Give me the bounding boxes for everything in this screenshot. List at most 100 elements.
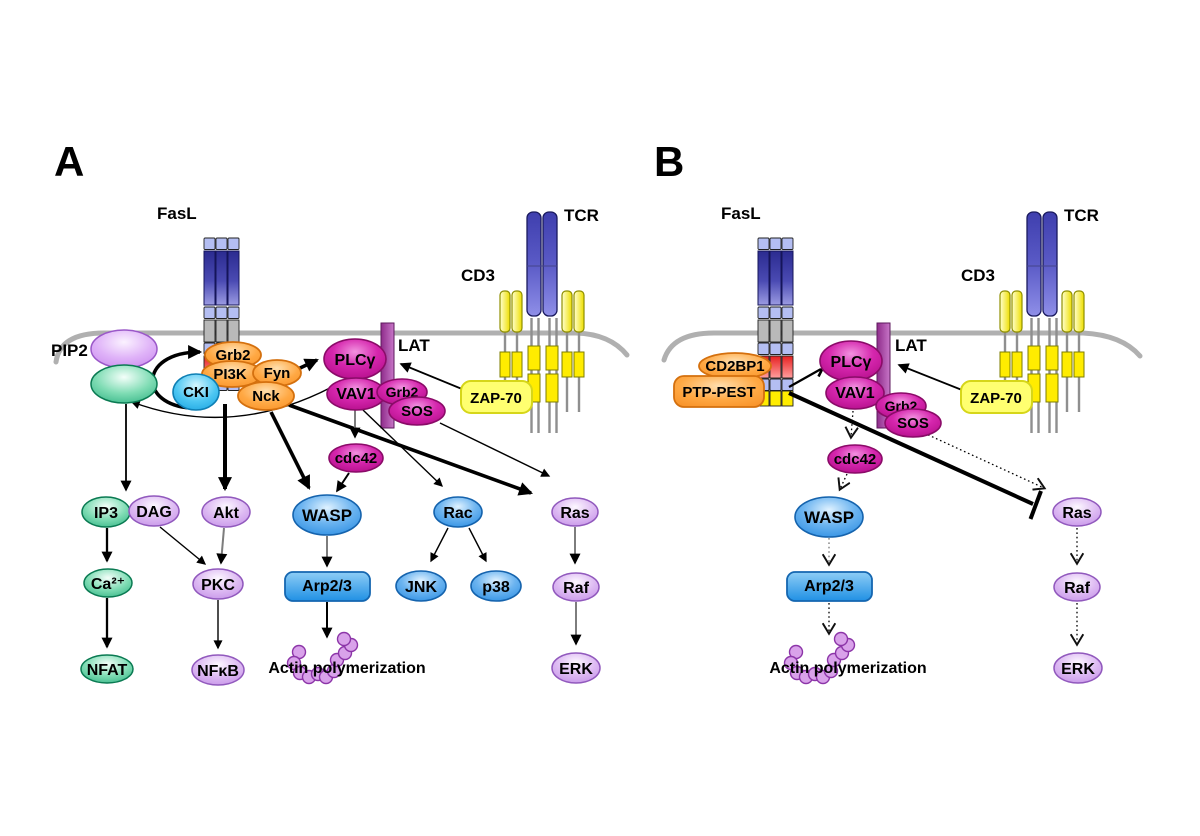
arrow-akt-to-pkc bbox=[216, 527, 228, 565]
svg-text:SOS: SOS bbox=[897, 415, 929, 432]
svg-text:PLCγ: PLCγ bbox=[335, 352, 376, 369]
node-ras-a: Ras bbox=[551, 497, 599, 527]
actin-beads-b bbox=[783, 631, 856, 685]
arrow-nck-to-ras bbox=[288, 403, 533, 496]
panel-a-letter: A bbox=[54, 138, 84, 185]
arrow-vav1-to-rac bbox=[362, 409, 443, 487]
actin-label-b: Actin polymerization bbox=[769, 660, 926, 677]
node-pi3k: PI3K bbox=[201, 360, 263, 388]
svg-text:Grb2: Grb2 bbox=[386, 384, 419, 400]
svg-text:Ras: Ras bbox=[1062, 505, 1091, 522]
panel-b-letter: B bbox=[654, 138, 684, 185]
node-plcg-b: PLCγ bbox=[819, 340, 883, 382]
svg-text:DAG: DAG bbox=[136, 504, 172, 521]
fasl-label: FasL bbox=[157, 204, 197, 223]
arrow-cdc42-to-wasp bbox=[336, 472, 350, 493]
pip2-label: PIP2 bbox=[51, 341, 88, 360]
node-cdc42-a: cdc42 bbox=[328, 443, 384, 473]
cell-membrane bbox=[53, 330, 630, 365]
node-cki: CKI bbox=[172, 373, 220, 411]
node-pkc: PKC bbox=[192, 568, 244, 600]
node-p38: p38 bbox=[470, 570, 522, 602]
tcr-label: TCR bbox=[564, 206, 599, 225]
fasl-label: FasL bbox=[721, 204, 761, 223]
node-erk-b: ERK bbox=[1053, 652, 1103, 684]
svg-text:JNK: JNK bbox=[405, 579, 437, 596]
cd3-label: CD3 bbox=[961, 266, 995, 285]
node-ip3: IP3 bbox=[81, 496, 131, 528]
actin-label-a: Actin polymerization bbox=[268, 660, 425, 677]
panel-a: A FasL TCR CD3 LAT bbox=[51, 138, 630, 686]
node-akt: Akt bbox=[201, 496, 251, 528]
node-arp23-b: Arp2/3 bbox=[786, 571, 873, 602]
node-nfat: NFAT bbox=[80, 654, 134, 684]
tbar-ras bbox=[1028, 490, 1043, 520]
svg-text:Raf: Raf bbox=[563, 580, 589, 597]
svg-text:VAV1: VAV1 bbox=[835, 385, 875, 402]
svg-text:Arp2/3: Arp2/3 bbox=[804, 578, 854, 595]
arrow-zap70-to-lat bbox=[897, 363, 963, 391]
node-zap70-b: ZAP-70 bbox=[960, 380, 1033, 414]
tcr-cd3-complex bbox=[999, 211, 1085, 433]
arrow-rac-to-p38 bbox=[468, 527, 487, 563]
svg-text:ERK: ERK bbox=[559, 661, 593, 678]
arrow-nck-to-wasp bbox=[269, 411, 311, 490]
cell-membrane bbox=[661, 330, 1143, 363]
node-nfkb: NFκB bbox=[191, 654, 245, 686]
svg-text:ZAP-70: ZAP-70 bbox=[970, 390, 1022, 407]
svg-text:cdc42: cdc42 bbox=[335, 450, 378, 467]
svg-text:IP3: IP3 bbox=[94, 505, 118, 522]
node-raf-a: Raf bbox=[552, 572, 600, 602]
svg-text:PTP-PEST: PTP-PEST bbox=[682, 384, 755, 401]
node-raf-b: Raf bbox=[1053, 572, 1101, 602]
svg-text:VAV1: VAV1 bbox=[336, 386, 376, 403]
svg-text:PKC: PKC bbox=[201, 577, 235, 594]
node-rac: Rac bbox=[433, 496, 483, 528]
tcr-cd3-complex bbox=[499, 211, 585, 433]
arrow-fyn-to-plcg bbox=[297, 358, 319, 372]
node-vav1-b: VAV1 bbox=[825, 376, 885, 410]
node-ras-b: Ras bbox=[1052, 497, 1102, 527]
arrow-rac-to-jnk bbox=[430, 527, 449, 563]
node-zap70-a: ZAP-70 bbox=[460, 380, 533, 414]
node-ptp-pest: PTP-PEST bbox=[673, 375, 765, 408]
node-cd2bp1: CD2BP1 bbox=[698, 352, 772, 380]
node-cdc42-b: cdc42 bbox=[827, 444, 883, 474]
svg-text:Akt: Akt bbox=[213, 505, 239, 522]
node-jnk: JNK bbox=[395, 570, 447, 602]
svg-text:Ca²⁺: Ca²⁺ bbox=[91, 576, 125, 593]
svg-text:Raf: Raf bbox=[1064, 580, 1090, 597]
node-wasp-b: WASP bbox=[794, 496, 864, 538]
node-sos-b: SOS bbox=[884, 408, 942, 438]
cd3-label: CD3 bbox=[461, 266, 495, 285]
node-arp23-a: Arp2/3 bbox=[284, 571, 371, 602]
node-pip2 bbox=[90, 329, 158, 404]
svg-text:PI3K: PI3K bbox=[213, 366, 247, 383]
inhibit-receptor-to-ras bbox=[788, 391, 1034, 506]
svg-text:Rac: Rac bbox=[443, 505, 472, 522]
svg-text:Fyn: Fyn bbox=[264, 365, 291, 382]
node-erk-a: ERK bbox=[551, 652, 601, 684]
node-vav1-a: VAV1 bbox=[326, 377, 386, 411]
svg-text:ERK: ERK bbox=[1061, 661, 1095, 678]
svg-text:NFκB: NFκB bbox=[197, 663, 239, 680]
svg-text:CKI: CKI bbox=[183, 384, 209, 401]
svg-text:Arp2/3: Arp2/3 bbox=[302, 578, 352, 595]
node-dag: DAG bbox=[128, 495, 180, 527]
inhibit-receptor-to-plcg bbox=[788, 367, 822, 389]
panel-b-arrows bbox=[788, 358, 1077, 645]
svg-text:WASP: WASP bbox=[804, 508, 854, 527]
svg-text:ZAP-70: ZAP-70 bbox=[470, 390, 522, 407]
arrow-plcg-to-pip2 bbox=[130, 377, 349, 419]
svg-text:p38: p38 bbox=[482, 579, 510, 596]
lat-label: LAT bbox=[398, 336, 430, 355]
svg-text:cdc42: cdc42 bbox=[834, 451, 877, 468]
dotted-sos-to-ras bbox=[923, 432, 1044, 488]
svg-text:SOS: SOS bbox=[401, 403, 433, 420]
svg-text:CD2BP1: CD2BP1 bbox=[705, 358, 764, 375]
actin-beads-a bbox=[286, 631, 359, 685]
node-sos-a: SOS bbox=[388, 396, 446, 426]
svg-text:NFAT: NFAT bbox=[87, 662, 128, 679]
